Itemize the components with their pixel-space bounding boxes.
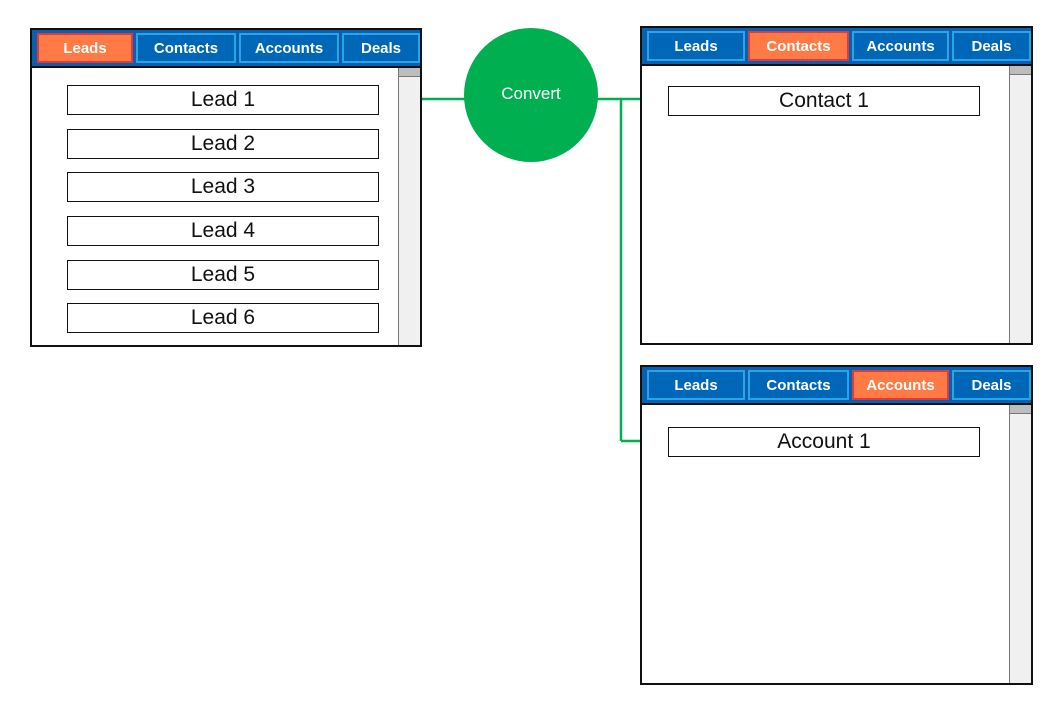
tab-accounts[interactable]: Accounts	[239, 33, 339, 63]
vertical-scrollbar[interactable]	[1009, 405, 1031, 683]
list-item-contact-1[interactable]: Contact 1	[668, 86, 980, 116]
accounts-window: Leads Contacts Accounts Deals Account 1	[640, 365, 1033, 685]
tab-accounts[interactable]: Accounts	[852, 31, 949, 61]
tab-contacts[interactable]: Contacts	[136, 33, 236, 63]
tab-deals[interactable]: Deals	[952, 370, 1031, 400]
tab-bar: Leads Contacts Accounts Deals	[642, 28, 1031, 66]
tab-accounts[interactable]: Accounts	[852, 370, 949, 400]
vertical-scrollbar[interactable]	[1009, 66, 1031, 343]
tab-leads[interactable]: Leads	[647, 370, 745, 400]
list-item-lead-6[interactable]: Lead 6	[67, 303, 379, 333]
tab-leads[interactable]: Leads	[647, 31, 745, 61]
scrollbar-thumb[interactable]	[399, 68, 420, 77]
scrollbar-thumb[interactable]	[1010, 405, 1031, 414]
tab-contacts[interactable]: Contacts	[748, 31, 849, 61]
tab-bar: Leads Contacts Accounts Deals	[32, 30, 420, 68]
list-item-account-1[interactable]: Account 1	[668, 427, 980, 457]
leads-window: Leads Contacts Accounts Deals Lead 1 Lea…	[30, 28, 422, 347]
contacts-window: Leads Contacts Accounts Deals Contact 1	[640, 26, 1033, 345]
tab-contacts[interactable]: Contacts	[748, 370, 849, 400]
tab-deals[interactable]: Deals	[342, 33, 420, 63]
list-item-lead-4[interactable]: Lead 4	[67, 216, 379, 246]
vertical-scrollbar[interactable]	[398, 68, 420, 345]
convert-button[interactable]: Convert	[464, 28, 598, 162]
list-item-lead-2[interactable]: Lead 2	[67, 129, 379, 159]
tab-deals[interactable]: Deals	[952, 31, 1031, 61]
list-item-lead-1[interactable]: Lead 1	[67, 85, 379, 115]
list-item-lead-3[interactable]: Lead 3	[67, 172, 379, 202]
scrollbar-thumb[interactable]	[1010, 66, 1031, 75]
convert-label: Convert	[501, 84, 561, 103]
tab-leads[interactable]: Leads	[37, 33, 133, 63]
list-item-lead-5[interactable]: Lead 5	[67, 260, 379, 290]
tab-bar: Leads Contacts Accounts Deals	[642, 367, 1031, 405]
